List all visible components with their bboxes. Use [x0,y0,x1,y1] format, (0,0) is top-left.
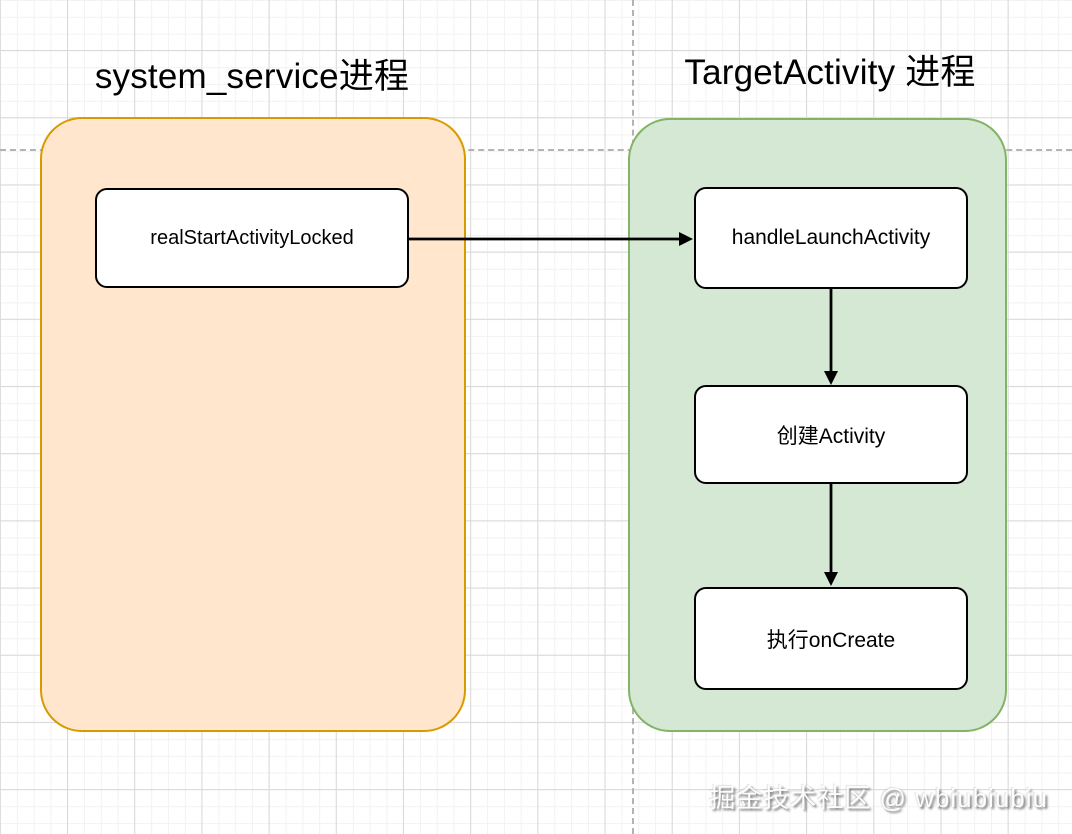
node-create-activity: 创建Activity [694,385,968,484]
watermark: 掘金技术社区 @ wbiubiubiu [709,783,1048,813]
node-real-start-activity-locked: realStartActivityLocked [95,188,409,288]
node-execute-oncreate: 执行onCreate [694,587,968,690]
page-guide-horizontal [0,149,1072,151]
process-title-target-activity: TargetActivity 进程 [684,53,976,92]
process-title-system-service: system_service进程 [94,57,410,96]
node-handle-launch-activity: handleLaunchActivity [694,187,968,289]
